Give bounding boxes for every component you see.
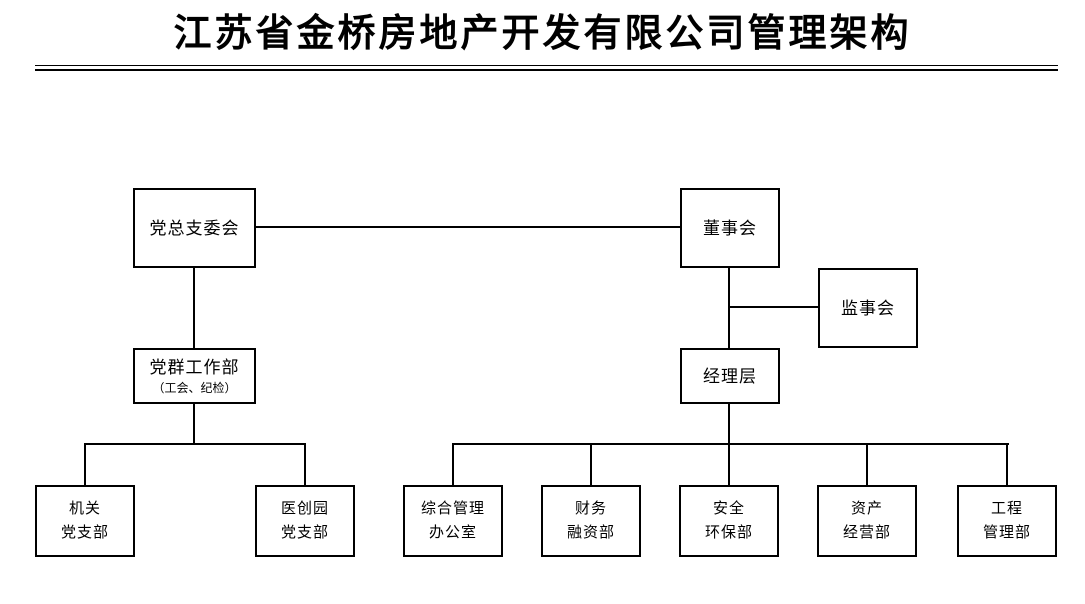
node-party-mass-work-dept: 党群工作部 （工会、纪检） [133,348,256,404]
node-party-general-branch-committee: 党总支委会 [133,188,256,268]
connector-left-rail [84,443,306,445]
node-label: 经营部 [842,524,891,541]
node-label: 董事会 [703,218,757,238]
connector-party-work-dept-down [193,404,195,445]
connector-board-to-supervisors [729,306,818,308]
node-label: 资产 [850,500,883,517]
node-label: 监事会 [841,298,895,318]
connector-medical-park-branch-drop [304,443,306,485]
node-label: 党支部 [280,524,329,541]
connector-organ-branch-drop [84,443,86,485]
node-general-admin-office: 综合管理 办公室 [403,485,503,557]
node-label: 经理层 [703,366,757,386]
node-label: 融资部 [566,524,615,541]
connector-board-down [728,268,730,348]
node-label: 办公室 [428,524,477,541]
node-safety-environment-dept: 安全 环保部 [679,485,779,557]
connector-finance-drop [590,443,592,485]
node-finance-financing-dept: 财务 融资部 [541,485,641,557]
connector-party-committee-to-board [256,226,680,228]
node-organ-party-branch: 机关 党支部 [35,485,135,557]
connector-party-committee-down [193,268,195,348]
node-label: 安全 [712,500,745,517]
title-divider-line [35,65,1058,71]
node-label: 党群工作部 [149,357,240,377]
node-label: 环保部 [704,524,753,541]
node-asset-operation-dept: 资产 经营部 [817,485,917,557]
node-label: 综合管理 [420,500,485,517]
node-engineering-management-dept: 工程 管理部 [957,485,1057,557]
connector-engineering-drop [1006,443,1008,485]
node-label: 管理部 [982,524,1031,541]
node-board-of-supervisors: 监事会 [818,268,918,348]
node-label: 党支部 [60,524,109,541]
node-label: 机关 [68,500,101,517]
node-label: 财务 [574,500,607,517]
connector-admin-office-drop [452,443,454,485]
page-title: 江苏省金桥房地产开发有限公司管理架构 [173,13,912,55]
connector-asset-drop [866,443,868,485]
node-medical-park-party-branch: 医创园 党支部 [255,485,355,557]
node-management-level: 经理层 [680,348,780,404]
node-label: 党总支委会 [149,218,240,238]
node-label: 医创园 [280,500,329,517]
node-label: 工程 [990,500,1023,517]
node-sublabel: （工会、纪检） [152,380,237,395]
connector-right-rail [452,443,1009,445]
node-board-of-directors: 董事会 [680,188,780,268]
